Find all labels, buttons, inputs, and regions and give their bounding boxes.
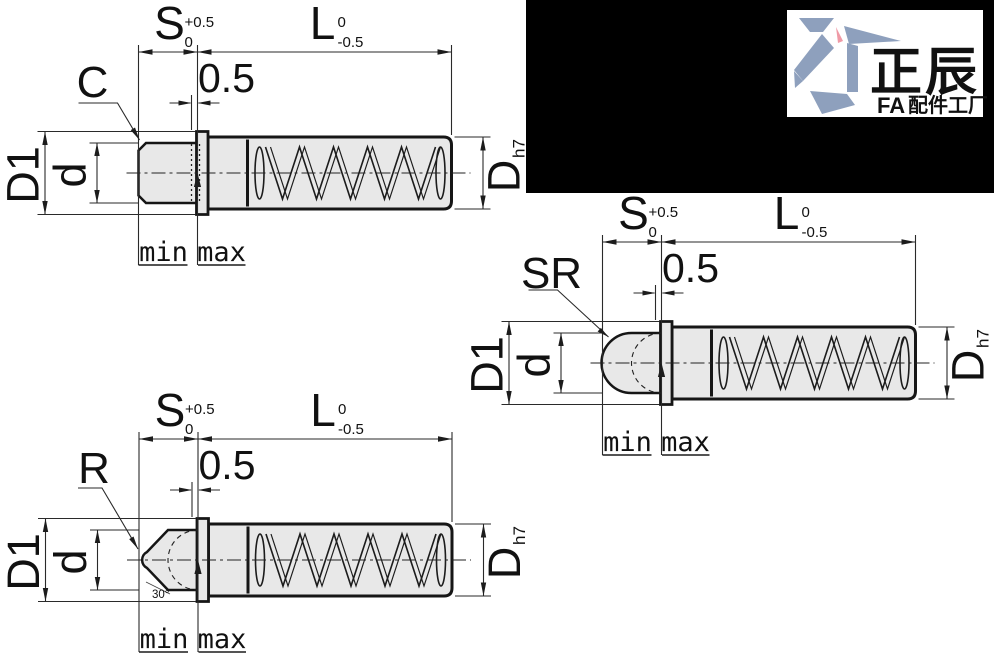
spherical-radius-label: SR — [521, 249, 582, 298]
brand-sub-fa: FA — [877, 93, 905, 118]
tip-radius-label: R — [78, 444, 110, 493]
logo-accent-triangle — [836, 27, 843, 43]
chamfer-label: C — [77, 58, 109, 107]
brand-sub-text: 配件工厂 — [908, 93, 988, 117]
drawing-round-tip-plunger: R 30° — [0, 383, 531, 654]
chamfer-callout: C — [77, 58, 140, 141]
image-panel: 正辰 FA 配件工厂 — [526, 0, 994, 193]
cone-angle-label: 30° — [152, 589, 169, 601]
tip-radius-callout: R — [78, 444, 139, 550]
brand-logo-mark — [794, 18, 901, 114]
drawing-spherical-tip-plunger: SR — [460, 186, 994, 459]
spherical-radius-callout: SR — [521, 249, 609, 338]
drawing-flat-tip-plunger: C — [0, 0, 531, 269]
brand-name: 正辰 — [870, 44, 980, 102]
